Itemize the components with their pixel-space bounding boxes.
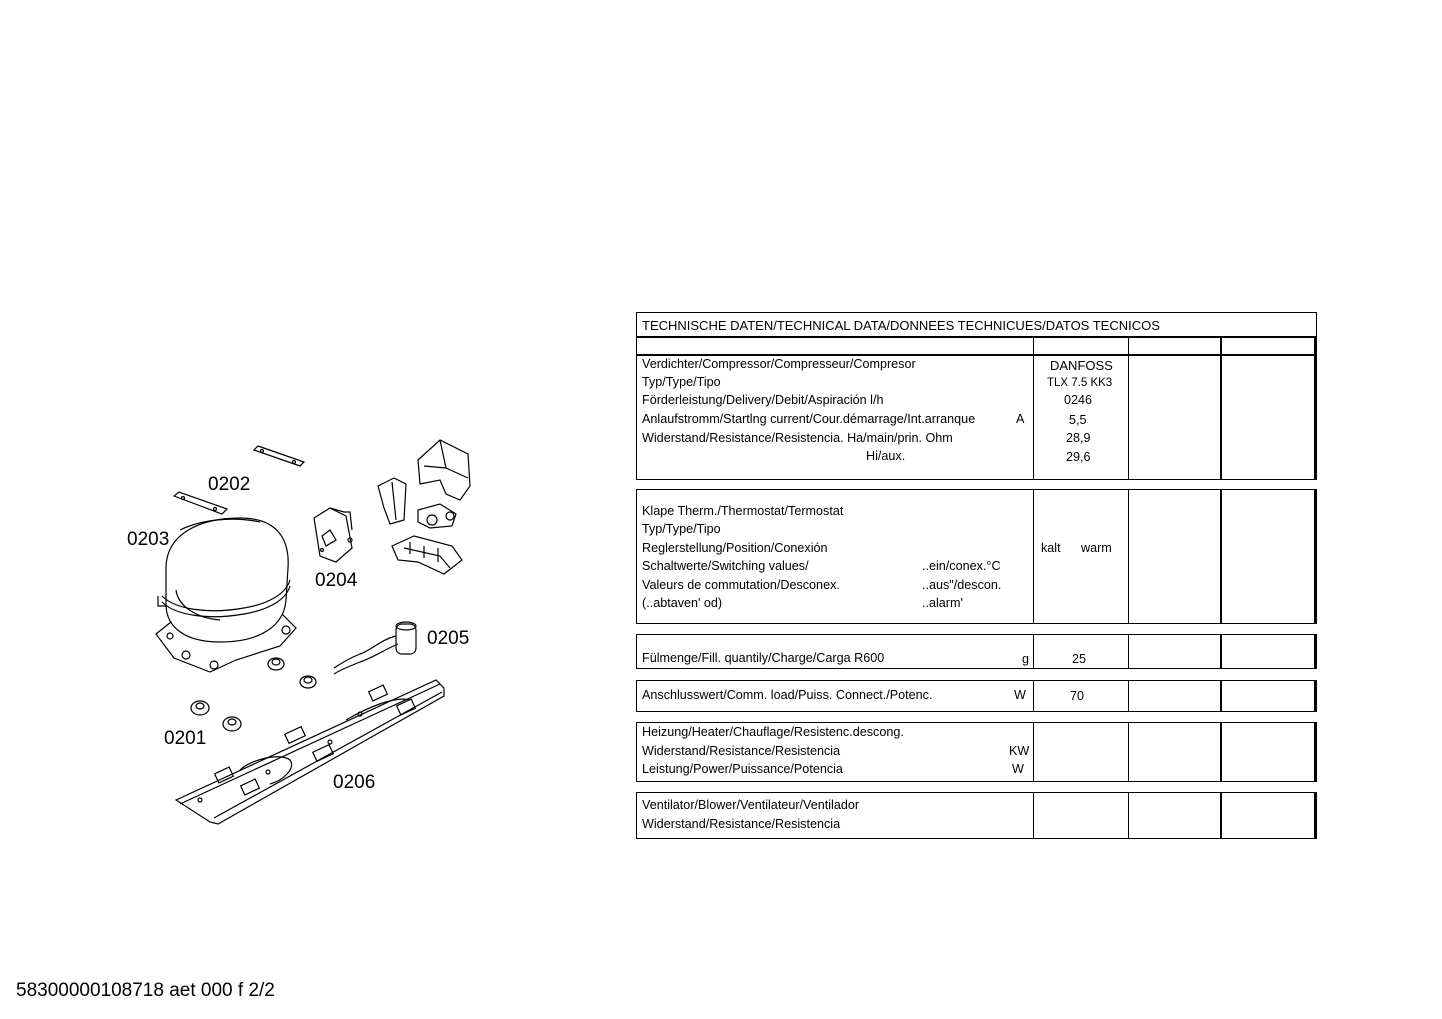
thermostat-commutation-label: Valeurs de commutation/Desconex.	[642, 578, 840, 592]
section-blower	[636, 792, 1317, 839]
compressor-delivery-value: 0246	[1064, 393, 1093, 407]
callout-0206: 0206	[333, 772, 376, 793]
part-terminal-cover	[377, 439, 471, 575]
compressor-brand-value: DANFOSS	[1050, 358, 1113, 373]
thermostat-switching-label: Schaltwerte/Switching values/	[642, 559, 809, 573]
section-connected-load	[636, 680, 1317, 712]
compressor-type-label: Typ/Type/Tipo	[642, 375, 721, 389]
compressor-type-value: TLX 7.5 KK3	[1047, 377, 1113, 389]
thermostat-on-sublabel: ..ein/conex.°C	[922, 559, 1001, 573]
part-grommets	[267, 657, 317, 689]
compressor-unit-a: A	[1016, 412, 1025, 426]
connected-load-value: 70	[1070, 689, 1085, 703]
part-0201-nuts	[190, 700, 242, 732]
thermostat-warm-value: warm	[1081, 541, 1112, 555]
thermostat-off-sublabel: ..aus"/descon.	[922, 578, 1002, 592]
exploded-parts-drawing	[155, 439, 471, 825]
section-fill-quantity	[636, 634, 1317, 669]
part-0202-strip-lower	[172, 491, 229, 515]
table-title: TECHNISCHE DATEN/TECHNICAL DATA/DONNEES …	[642, 318, 1160, 333]
blower-resistance-label: Widerstand/Resistance/Resistencia	[642, 817, 841, 831]
section-thermostat	[636, 489, 1317, 624]
section-compressor	[636, 355, 1317, 480]
compressor-delivery-label: Förderleistung/Delivery/Debit/Aspiración…	[642, 393, 884, 407]
fill-quantity-label: Fülmenge/Fill. quantily/Charge/Carga R60…	[642, 651, 885, 665]
callout-0203: 0203	[127, 529, 170, 550]
heater-power-label: Leistung/Power/Puissance/Potencia	[642, 762, 843, 776]
fill-quantity-unit: g	[1022, 652, 1030, 666]
thermostat-type-label: Typ/Type/Tipo	[642, 522, 721, 536]
callout-0204: 0204	[315, 570, 358, 591]
part-0204-relay	[313, 507, 353, 563]
compressor-starting-current-value: 5,5	[1069, 413, 1087, 427]
part-0205-capacitor	[333, 621, 417, 675]
heater-resistance-label: Widerstand/Resistance/Resistencia	[642, 744, 841, 758]
section-heater	[636, 722, 1317, 782]
heater-resistance-unit: KW	[1009, 744, 1030, 758]
callout-0201: 0201	[164, 728, 207, 749]
table-title-box	[636, 312, 1317, 337]
part-0202-strip-upper	[252, 445, 306, 467]
callout-0205: 0205	[427, 628, 470, 649]
document-footer-id: 58300000108718 aet 000 f 2/2	[16, 980, 275, 1001]
compressor-resistance-main-value: 28,9	[1066, 431, 1091, 445]
compressor-label: Verdichter/Compressor/Compresseur/Compre…	[642, 357, 916, 371]
thermostat-position-label: Reglerstellung/Position/Conexión	[642, 541, 828, 555]
compressor-resistance-aux-label: Hi/aux.	[866, 449, 906, 463]
thermostat-defrost-label: (..abtaven' od)	[642, 596, 723, 610]
heater-power-unit: W	[1012, 762, 1024, 776]
fill-quantity-value: 25	[1072, 652, 1087, 666]
compressor-starting-current-label: Anlaufstromm/Startlng current/Cour.démar…	[642, 412, 976, 426]
compressor-resistance-main-label: Widerstand/Resistance/Resistencia. Ha/ma…	[642, 431, 953, 445]
thermostat-alarm-sublabel: ..alarm'	[922, 596, 963, 610]
blower-label: Ventilator/Blower/Ventilateur/Ventilador	[642, 798, 860, 812]
heater-label: Heizung/Heater/Chauflage/Resistenc.desco…	[642, 725, 904, 739]
compressor-resistance-aux-value: 29,6	[1066, 450, 1091, 464]
thermostat-label: Klape Therm./Thermostat/Termostat	[642, 504, 844, 518]
part-0206-base-plate	[174, 679, 445, 825]
table-header-row	[636, 337, 1317, 355]
thermostat-kalt-value: kalt	[1041, 541, 1061, 555]
part-0203-compressor	[155, 517, 297, 673]
callout-0202: 0202	[208, 474, 251, 495]
connected-load-unit: W	[1014, 688, 1026, 702]
connected-load-label: Anschlusswert/Comm. load/Puiss. Connect.…	[642, 688, 933, 702]
